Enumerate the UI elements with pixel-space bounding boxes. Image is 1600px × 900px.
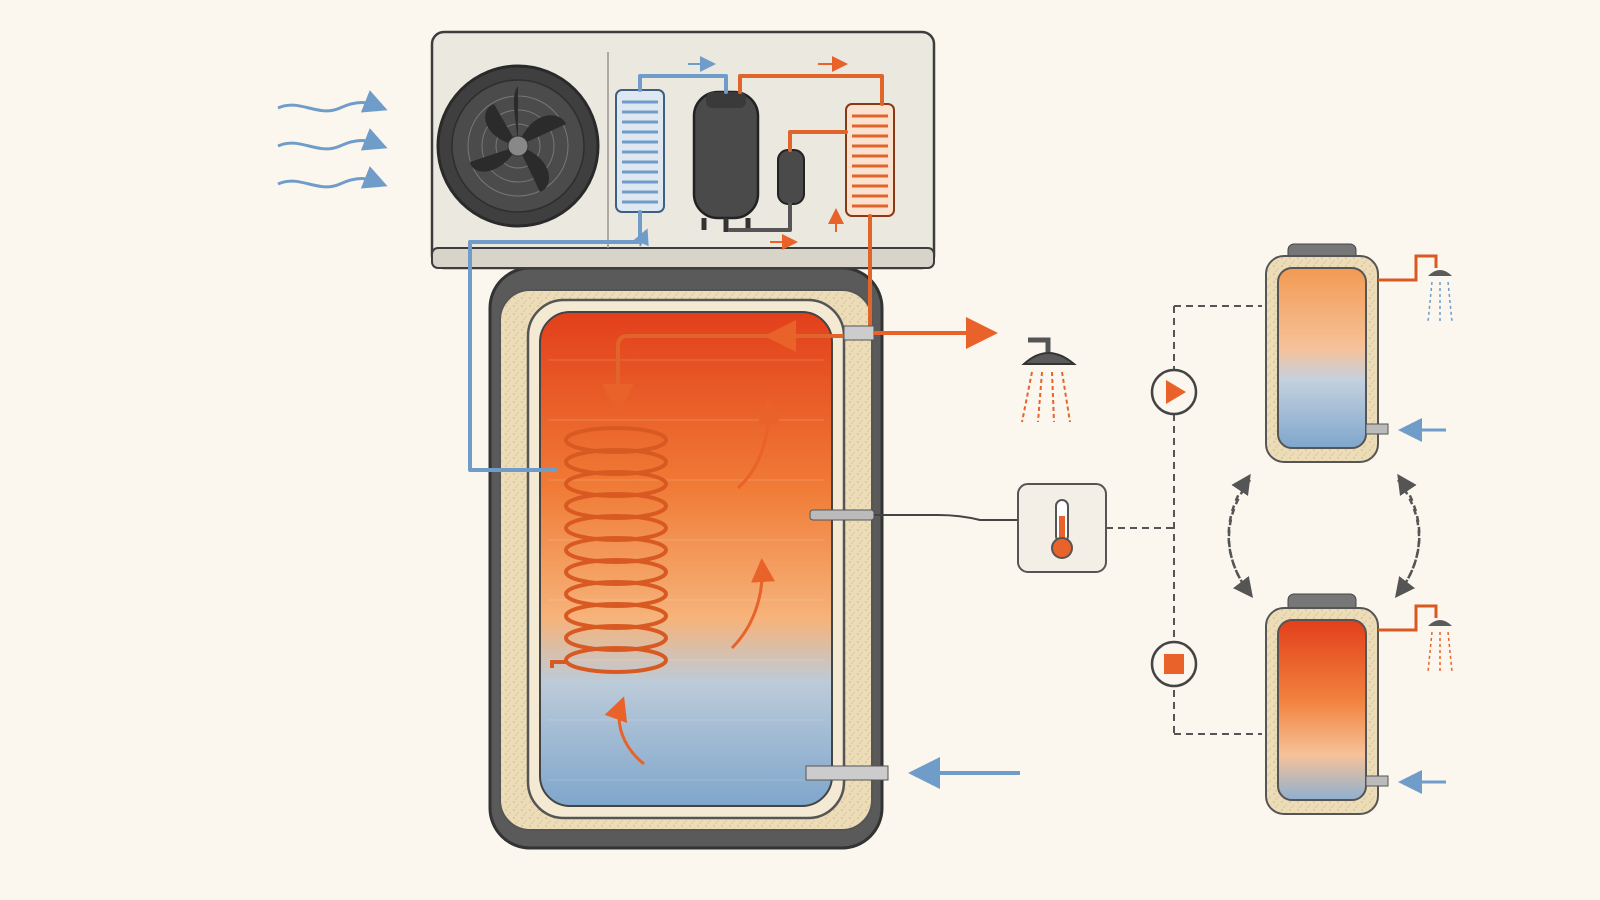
fan-icon bbox=[436, 64, 600, 228]
small-tank-running bbox=[1265, 243, 1453, 463]
convection-arrows bbox=[604, 400, 782, 766]
main-tank bbox=[488, 266, 884, 850]
cold-inlet-arrow-icon bbox=[805, 757, 1020, 789]
flow-direction-arrows bbox=[633, 56, 848, 250]
play-icon[interactable] bbox=[1150, 368, 1198, 416]
small-tank-stopped bbox=[1265, 593, 1453, 815]
hot-water-outlet bbox=[843, 317, 998, 349]
stop-icon[interactable] bbox=[1150, 640, 1198, 688]
heating-coil-icon bbox=[550, 320, 796, 674]
cycle-arrows bbox=[1227, 473, 1421, 598]
condenser-coil-icon bbox=[845, 103, 895, 217]
control-lines bbox=[1106, 305, 1262, 735]
evaporator-coil-icon bbox=[615, 89, 665, 213]
temperature-sensor bbox=[809, 509, 1018, 521]
shower-head-icon bbox=[1021, 337, 1077, 423]
thermostat-icon[interactable] bbox=[1017, 483, 1107, 573]
air-inflow-arrows-icon bbox=[277, 90, 388, 189]
